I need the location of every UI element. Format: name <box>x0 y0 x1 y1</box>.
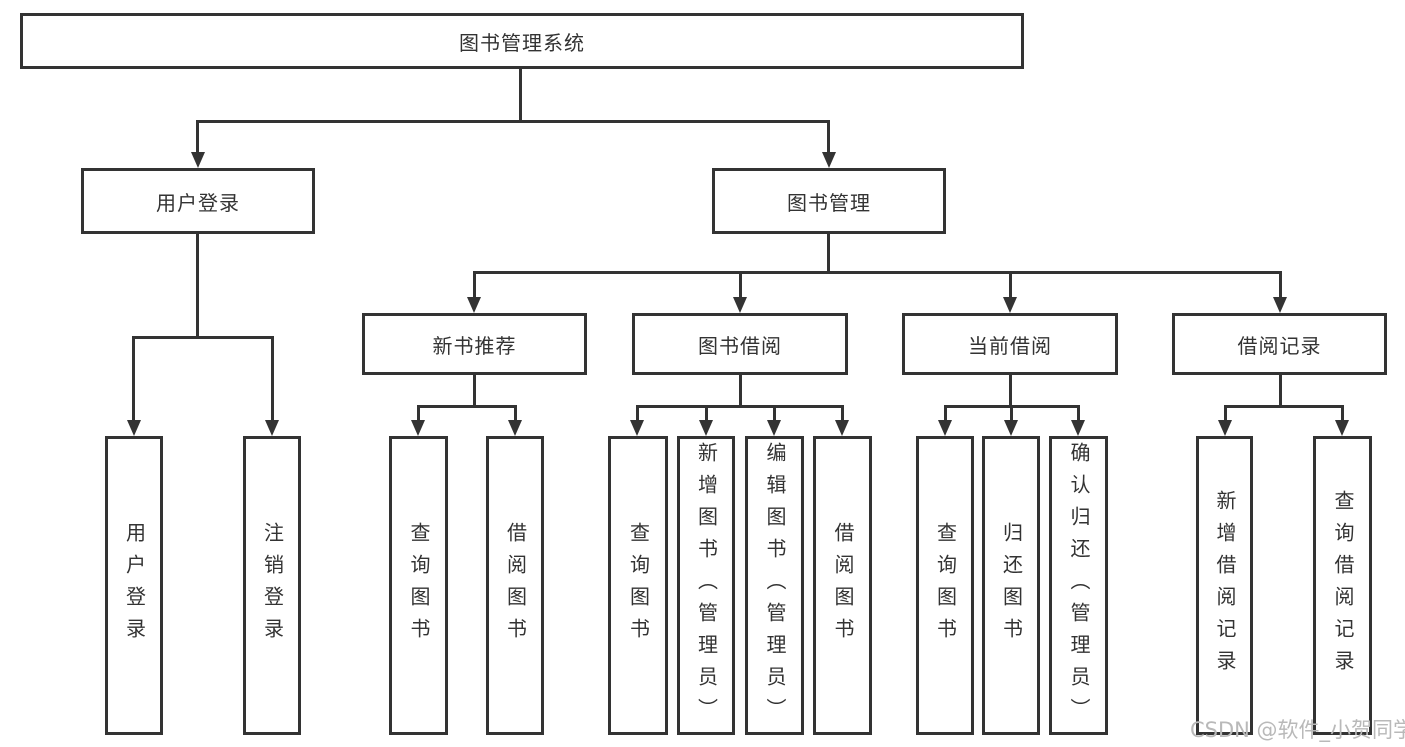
node-book-management: 图书管理 <box>712 168 946 234</box>
leaf-add-books-admin: 新增图书（管理员） <box>677 436 735 735</box>
arrow-down-icon <box>191 152 205 168</box>
arrow-down-icon <box>733 297 747 313</box>
node-label: 用户登录 <box>156 190 240 215</box>
leaf-label: 确认归还（管理员） <box>1067 441 1091 730</box>
arrow-down-icon <box>1004 420 1018 436</box>
leaf-label: 归还图书 <box>999 521 1024 650</box>
leaf-label: 借阅图书 <box>503 521 528 650</box>
leaf-query-borrow-record: 查询借阅记录 <box>1313 436 1372 735</box>
leaf-label: 查询图书 <box>933 521 958 650</box>
arrow-down-icon <box>265 420 279 436</box>
connector-line <box>132 336 135 424</box>
arrow-down-icon <box>630 420 644 436</box>
connector-line <box>705 405 708 424</box>
connector-line <box>636 405 844 408</box>
connector-line <box>417 405 517 408</box>
leaf-logout: 注销登录 <box>243 436 301 735</box>
csdn-watermark: CSDN @软件_小贺同学 <box>1190 718 1405 742</box>
connector-line <box>196 234 199 338</box>
connector-line <box>739 375 742 407</box>
leaf-label: 查询图书 <box>626 521 651 650</box>
connector-line <box>1009 375 1012 407</box>
arrow-down-icon <box>1335 420 1349 436</box>
connector-line <box>1009 271 1012 301</box>
leaf-label: 用户登录 <box>122 521 147 650</box>
leaf-return-books: 归还图书 <box>982 436 1040 735</box>
arrow-down-icon <box>938 420 952 436</box>
node-user-login: 用户登录 <box>81 168 315 234</box>
node-book-borrow: 图书借阅 <box>632 313 848 375</box>
leaf-label: 查询图书 <box>407 521 431 650</box>
connector-line <box>473 271 1282 274</box>
connector-line <box>636 405 639 424</box>
node-new-book-recommend: 新书推荐 <box>362 313 587 375</box>
leaf-query-books-recommend: 查询图书 <box>389 436 448 735</box>
arrow-down-icon <box>767 420 781 436</box>
connector-line <box>739 271 742 301</box>
connector-line <box>827 120 830 155</box>
leaf-borrow-books: 借阅图书 <box>813 436 872 735</box>
leaf-label: 查询借阅记录 <box>1331 489 1355 682</box>
arrow-down-icon <box>822 152 836 168</box>
arrow-down-icon <box>1273 297 1287 313</box>
node-label: 新书推荐 <box>432 333 517 358</box>
connector-line <box>827 234 830 274</box>
leaf-user-login: 用户登录 <box>105 436 163 735</box>
node-label: 图书管理系统 <box>459 30 585 55</box>
connector-line <box>1341 405 1344 424</box>
node-label: 借阅记录 <box>1237 333 1322 358</box>
leaf-confirm-return-admin: 确认归还（管理员） <box>1049 436 1108 735</box>
node-current-borrow: 当前借阅 <box>902 313 1118 375</box>
node-borrow-records: 借阅记录 <box>1172 313 1387 375</box>
arrow-down-icon <box>508 420 522 436</box>
leaf-label: 新增借阅记录 <box>1213 489 1237 682</box>
leaf-label: 注销登录 <box>260 521 285 650</box>
connector-line <box>514 405 517 424</box>
connector-line <box>196 120 199 155</box>
leaf-query-books-borrow: 查询图书 <box>608 436 668 735</box>
connector-line <box>773 405 776 424</box>
leaf-add-borrow-record: 新增借阅记录 <box>1196 436 1253 735</box>
arrow-down-icon <box>1218 420 1232 436</box>
arrow-down-icon <box>1003 297 1017 313</box>
connector-line <box>473 375 476 407</box>
connector-line <box>841 405 844 424</box>
connector-line <box>519 69 522 122</box>
node-label: 图书管理 <box>787 190 871 215</box>
arrow-down-icon <box>467 297 481 313</box>
connector-line <box>1010 405 1013 424</box>
connector-line <box>196 120 830 123</box>
leaf-borrow-books-recommend: 借阅图书 <box>486 436 544 735</box>
connector-line <box>417 405 420 424</box>
connector-line <box>1279 271 1282 301</box>
connector-line <box>1224 405 1344 408</box>
arrow-down-icon <box>1071 420 1085 436</box>
node-library-system: 图书管理系统 <box>20 13 1024 69</box>
connector-line <box>1077 405 1080 424</box>
node-label: 当前借阅 <box>968 333 1052 358</box>
leaf-label: 借阅图书 <box>831 521 855 650</box>
leaf-edit-books-admin: 编辑图书（管理员） <box>745 436 804 735</box>
connector-line <box>944 405 947 424</box>
leaf-label: 编辑图书（管理员） <box>763 441 787 730</box>
arrow-down-icon <box>699 420 713 436</box>
arrow-down-icon <box>835 420 849 436</box>
connector-line <box>1279 375 1282 407</box>
connector-line <box>132 336 274 339</box>
arrow-down-icon <box>411 420 425 436</box>
connector-line <box>1224 405 1227 424</box>
arrow-down-icon <box>127 420 141 436</box>
node-label: 图书借阅 <box>698 333 782 358</box>
connector-line <box>271 336 274 424</box>
connector-line <box>473 271 476 301</box>
leaf-label: 新增图书（管理员） <box>694 441 719 730</box>
leaf-query-books-current: 查询图书 <box>916 436 974 735</box>
